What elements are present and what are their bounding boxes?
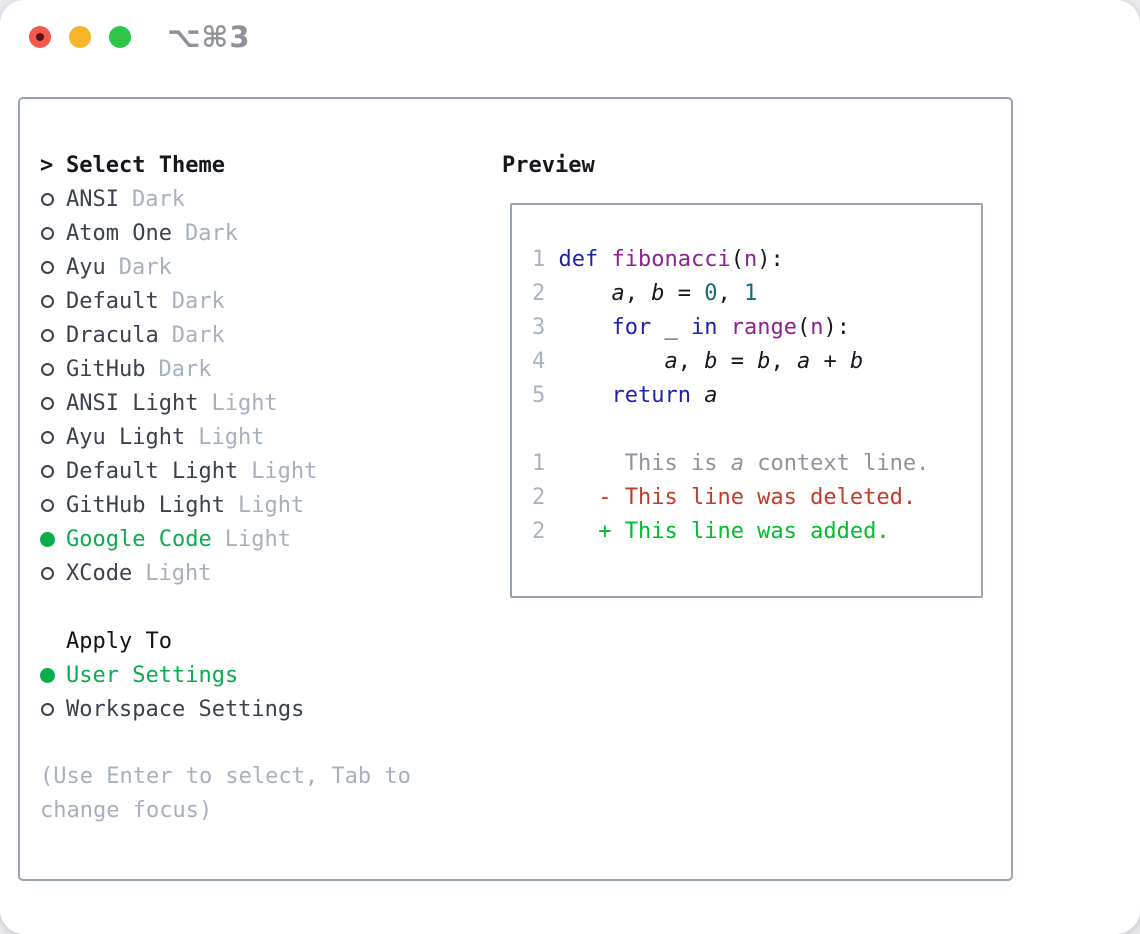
radio-icon <box>41 362 54 376</box>
preview-header: Preview <box>502 152 595 178</box>
theme-variant-badge: Dark <box>158 356 212 382</box>
help-text: (Use Enter to select, Tab to change focu… <box>40 764 411 823</box>
theme-item[interactable]: GitHub Light Light <box>40 488 480 522</box>
apply-to-header-row: Apply To <box>40 624 480 658</box>
close-dot-icon <box>36 33 44 41</box>
preview-code-line: 5 return a <box>532 383 718 408</box>
theme-name: Atom One <box>66 220 172 246</box>
theme-name: Ayu <box>66 254 106 280</box>
maximize-button[interactable] <box>109 26 131 48</box>
preview-code-line: 1 def fibonacci(n): <box>532 247 784 272</box>
preview-code-line: 2 - This line was deleted. <box>532 485 917 510</box>
radio-icon <box>41 396 54 410</box>
selection-cursor-icon: > <box>40 152 54 178</box>
theme-name: GitHub <box>66 356 146 382</box>
radio-selected-icon <box>40 531 55 547</box>
titlebar: ⌥⌘3 <box>0 0 1140 74</box>
preview-code-line: 2 a, b = 0, 1 <box>532 281 758 306</box>
theme-item[interactable]: Default Dark <box>40 284 480 318</box>
theme-variant-badge: Dark <box>171 322 225 348</box>
theme-name: ANSI <box>66 186 119 212</box>
radio-icon <box>41 226 54 240</box>
radio-icon <box>41 328 54 342</box>
apply-to-option-label: Workspace Settings <box>66 696 305 722</box>
preview-code-line: 1 This is a context line. <box>532 451 930 476</box>
radio-icon <box>41 430 54 444</box>
preview-code-line <box>532 413 981 447</box>
radio-icon <box>41 260 54 274</box>
theme-item[interactable]: Ayu Light Light <box>40 420 480 454</box>
theme-item[interactable]: XCode Light <box>40 556 480 590</box>
radio-selected-icon <box>40 667 55 683</box>
apply-to-header: Apply To <box>66 628 172 654</box>
theme-variant-badge: Dark <box>131 186 185 212</box>
theme-item[interactable]: Dracula Dark <box>40 318 480 352</box>
preview-code-line: 4 a, b = b, a + b <box>532 349 864 374</box>
apply-to-option[interactable]: User Settings <box>40 658 480 692</box>
theme-variant-badge: Light <box>198 424 265 450</box>
radio-icon <box>41 464 54 478</box>
theme-name: GitHub Light <box>66 492 225 518</box>
select-theme-header: Select Theme <box>66 152 225 178</box>
theme-name: Google Code <box>66 526 212 552</box>
theme-item[interactable]: Default Light Light <box>40 454 480 488</box>
theme-name: Ayu Light <box>66 424 186 450</box>
theme-name: Default <box>66 288 159 314</box>
select-theme-header-row: > Select Theme <box>40 148 480 182</box>
preview-box: 1 def fibonacci(n): 2 a, b = 0, 1 3 for _ … <box>510 203 983 598</box>
theme-item[interactable]: ANSI Dark <box>40 182 480 216</box>
radio-icon <box>41 192 54 206</box>
preview-code-line: 3 for _ in range(n): <box>532 315 850 340</box>
preview-code: 1 def fibonacci(n): 2 a, b = 0, 1 3 for _ … <box>532 243 981 549</box>
radio-icon <box>41 498 54 512</box>
theme-name: XCode <box>66 560 133 586</box>
close-button[interactable] <box>29 26 51 48</box>
theme-name: Default Light <box>66 458 239 484</box>
theme-variant-badge: Light <box>145 560 212 586</box>
radio-icon <box>41 294 54 308</box>
theme-variant-badge: Dark <box>171 288 225 314</box>
radio-icon <box>41 566 54 580</box>
theme-variant-badge: Dark <box>184 220 238 246</box>
theme-item[interactable]: Atom One Dark <box>40 216 480 250</box>
apply-to-option-label: User Settings <box>66 662 239 688</box>
theme-name: ANSI Light <box>66 390 199 416</box>
window-title: ⌥⌘3 <box>167 20 251 54</box>
theme-variant-badge: Light <box>224 526 291 552</box>
apply-to-option[interactable]: Workspace Settings <box>40 692 480 726</box>
theme-item[interactable]: ANSI Light Light <box>40 386 480 420</box>
preview-code-line: 2 + This line was added. <box>532 519 890 544</box>
theme-variant-badge: Light <box>251 458 318 484</box>
minimize-button[interactable] <box>69 26 91 48</box>
theme-item[interactable]: GitHub Dark <box>40 352 480 386</box>
radio-icon <box>41 702 54 716</box>
theme-item[interactable]: Google Code Light <box>40 522 480 556</box>
theme-item[interactable]: Ayu Dark <box>40 250 480 284</box>
theme-variant-badge: Light <box>237 492 305 518</box>
spacer <box>40 590 480 624</box>
theme-variant-badge: Dark <box>118 254 172 280</box>
theme-variant-badge: Light <box>211 390 278 416</box>
theme-name: Dracula <box>66 322 159 348</box>
